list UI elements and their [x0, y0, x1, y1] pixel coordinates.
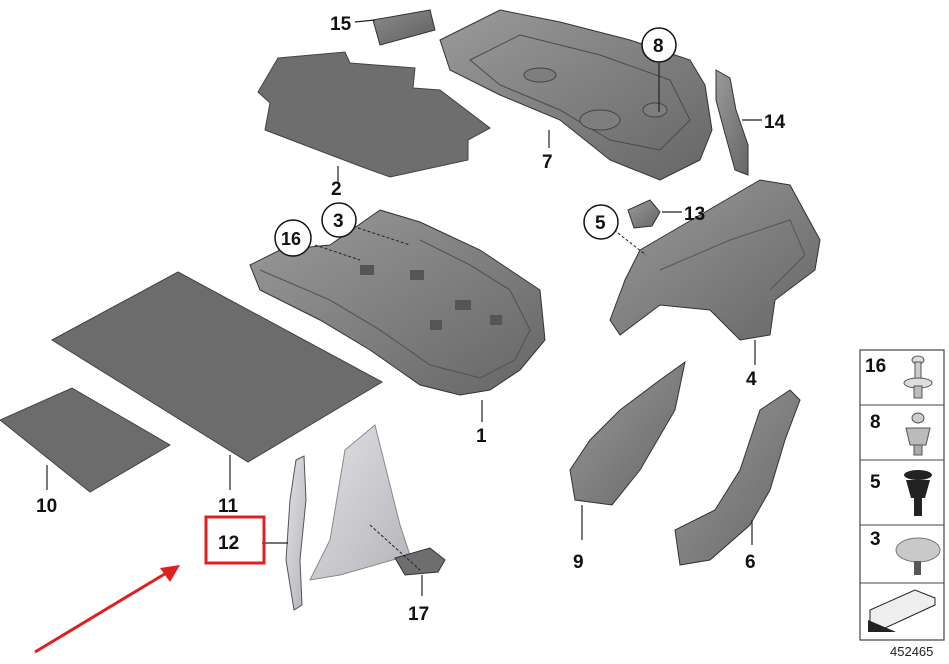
push-rivet-icon: [903, 355, 933, 399]
callout-5-circle: [583, 204, 619, 240]
callout-13: 13: [684, 204, 705, 225]
part-10-small-mat[interactable]: [0, 387, 171, 493]
callout-4: 4: [746, 369, 757, 390]
callout-17: 17: [408, 604, 429, 625]
callout-14: 14: [764, 112, 786, 133]
fir-tree-clip-icon: [904, 470, 932, 516]
part-15-block[interactable]: [354, 9, 436, 46]
part-14-strip[interactable]: [715, 69, 762, 176]
callout-16-circle: [274, 219, 312, 257]
callout-16: 16: [281, 229, 301, 249]
legend-label-3: 3: [870, 529, 881, 550]
arrow-direction-icon: [868, 589, 936, 632]
legend-label-5: 5: [870, 472, 881, 493]
part-13-bracket[interactable]: [627, 199, 682, 229]
callout-3-circle: [321, 202, 357, 238]
legend-label-16: 16: [865, 356, 886, 377]
fastener-legend: 16 8 5 3: [859, 349, 945, 641]
legend-label-8: 8: [870, 412, 881, 433]
callout-15: 15: [330, 14, 352, 35]
mushroom-clip-icon: [895, 537, 941, 575]
callout-10: 10: [36, 496, 57, 517]
callout-2: 2: [331, 179, 342, 200]
callout-9: 9: [573, 552, 584, 573]
callout-5: 5: [595, 213, 606, 234]
callout-11: 11: [218, 496, 239, 517]
callout-1: 1: [476, 426, 487, 447]
expanding-rivet-icon: [905, 412, 931, 456]
part-12-pillar-strip[interactable]: [262, 455, 307, 611]
part-17-trim-panel[interactable]: [309, 424, 446, 596]
catalog-number: 452465: [890, 644, 933, 659]
red-arrow-icon: [34, 565, 180, 654]
callout-12: 12: [218, 533, 239, 554]
highlight-box-12: [204, 515, 266, 565]
part-4-wheelarch[interactable]: [609, 179, 821, 365]
callout-3: 3: [333, 211, 344, 232]
part-11-large-mat[interactable]: [51, 271, 384, 490]
part-2-floor-mat[interactable]: [257, 51, 491, 182]
callout-8: 8: [653, 36, 664, 57]
callout-8-circle: [641, 27, 677, 63]
callout-6: 6: [745, 552, 756, 573]
callout-7: 7: [542, 152, 553, 173]
part-9-insulation[interactable]: [569, 360, 686, 540]
part-6-insulation[interactable]: [674, 389, 801, 566]
